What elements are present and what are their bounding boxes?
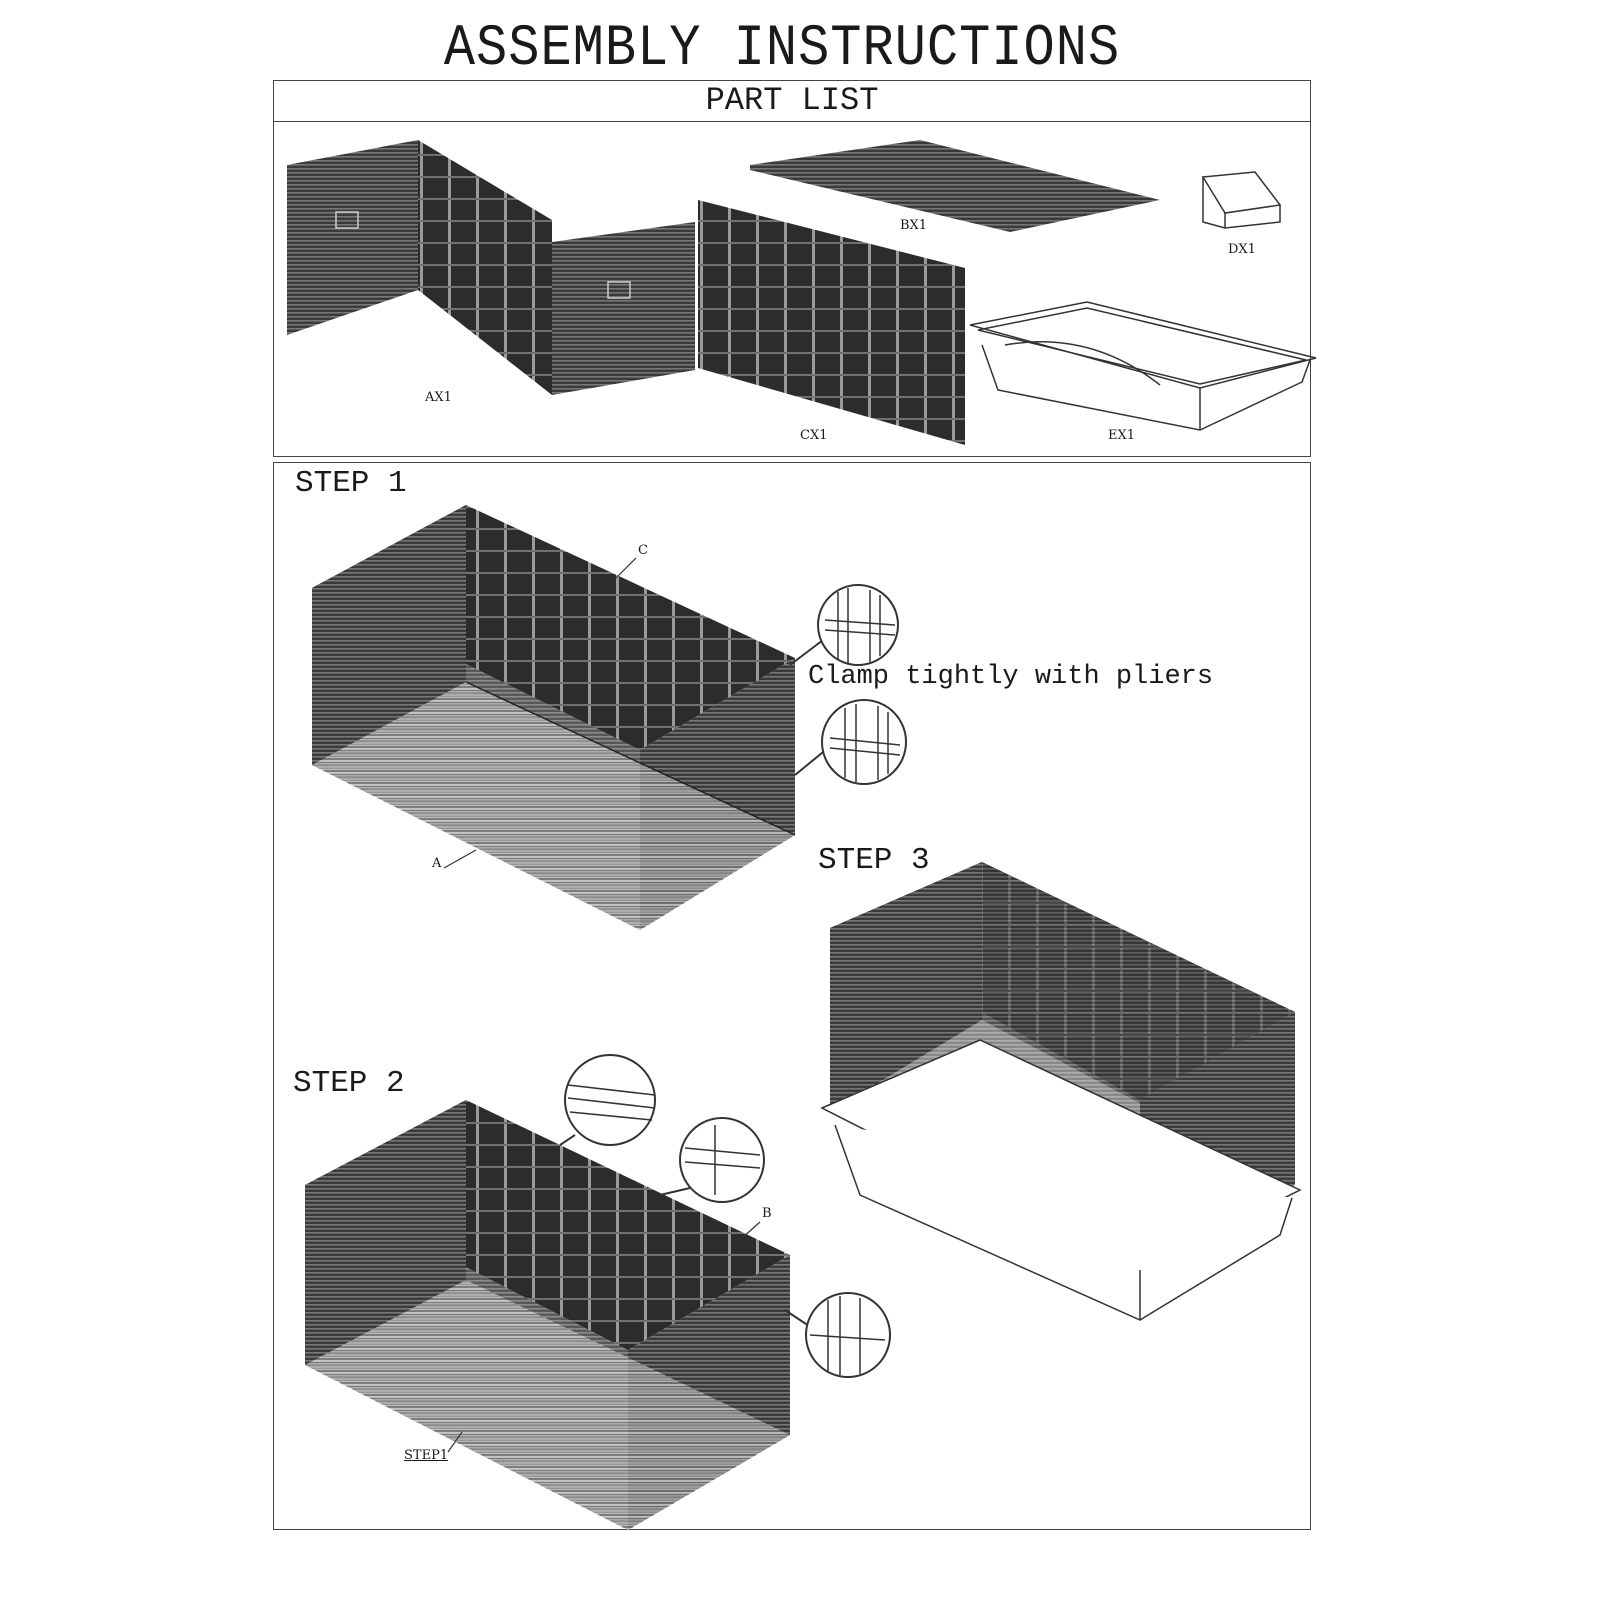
part-bx1-illustration	[750, 140, 1160, 232]
part-label-bx1: BX1	[900, 218, 928, 233]
part-cx1-illustration	[698, 200, 965, 445]
part-ex1-illustration	[969, 301, 1317, 431]
part-label-dx1: DX1	[1228, 242, 1256, 257]
part-label-cx1: CX1	[800, 428, 828, 443]
part-ax1-illustration	[287, 140, 695, 395]
step2-label-step1: STEP1	[404, 1448, 449, 1463]
steps-box	[273, 462, 1311, 1530]
step1-clamp-note: Clamp tightly with pliers	[808, 662, 1214, 692]
step3-title: STEP 3	[818, 843, 930, 878]
document-title: ASSEMBLY INSTRUCTIONS	[443, 16, 1121, 83]
part-list-box: PART LIST	[273, 80, 1311, 457]
label-leader-lines	[443, 557, 761, 1453]
part-list-header: PART LIST	[274, 81, 1310, 122]
step2-label-b: B	[762, 1206, 772, 1221]
step2-title: STEP 2	[293, 1066, 405, 1101]
part-dx1-illustration	[1201, 171, 1282, 229]
step1-cage-illustration	[312, 505, 796, 930]
part-label-ax1: AX1	[425, 390, 452, 405]
step1-clamp-detail-icons	[789, 584, 907, 785]
step3-assembled-cage-illustration	[820, 862, 1302, 1321]
step1-label-a: A	[432, 856, 442, 871]
step2-clip-detail-icons	[559, 1054, 891, 1378]
step1-label-c: C	[638, 543, 648, 558]
step2-cage-illustration	[305, 1100, 790, 1530]
part-label-ex1: EX1	[1108, 428, 1136, 443]
step1-title: STEP 1	[295, 466, 407, 501]
